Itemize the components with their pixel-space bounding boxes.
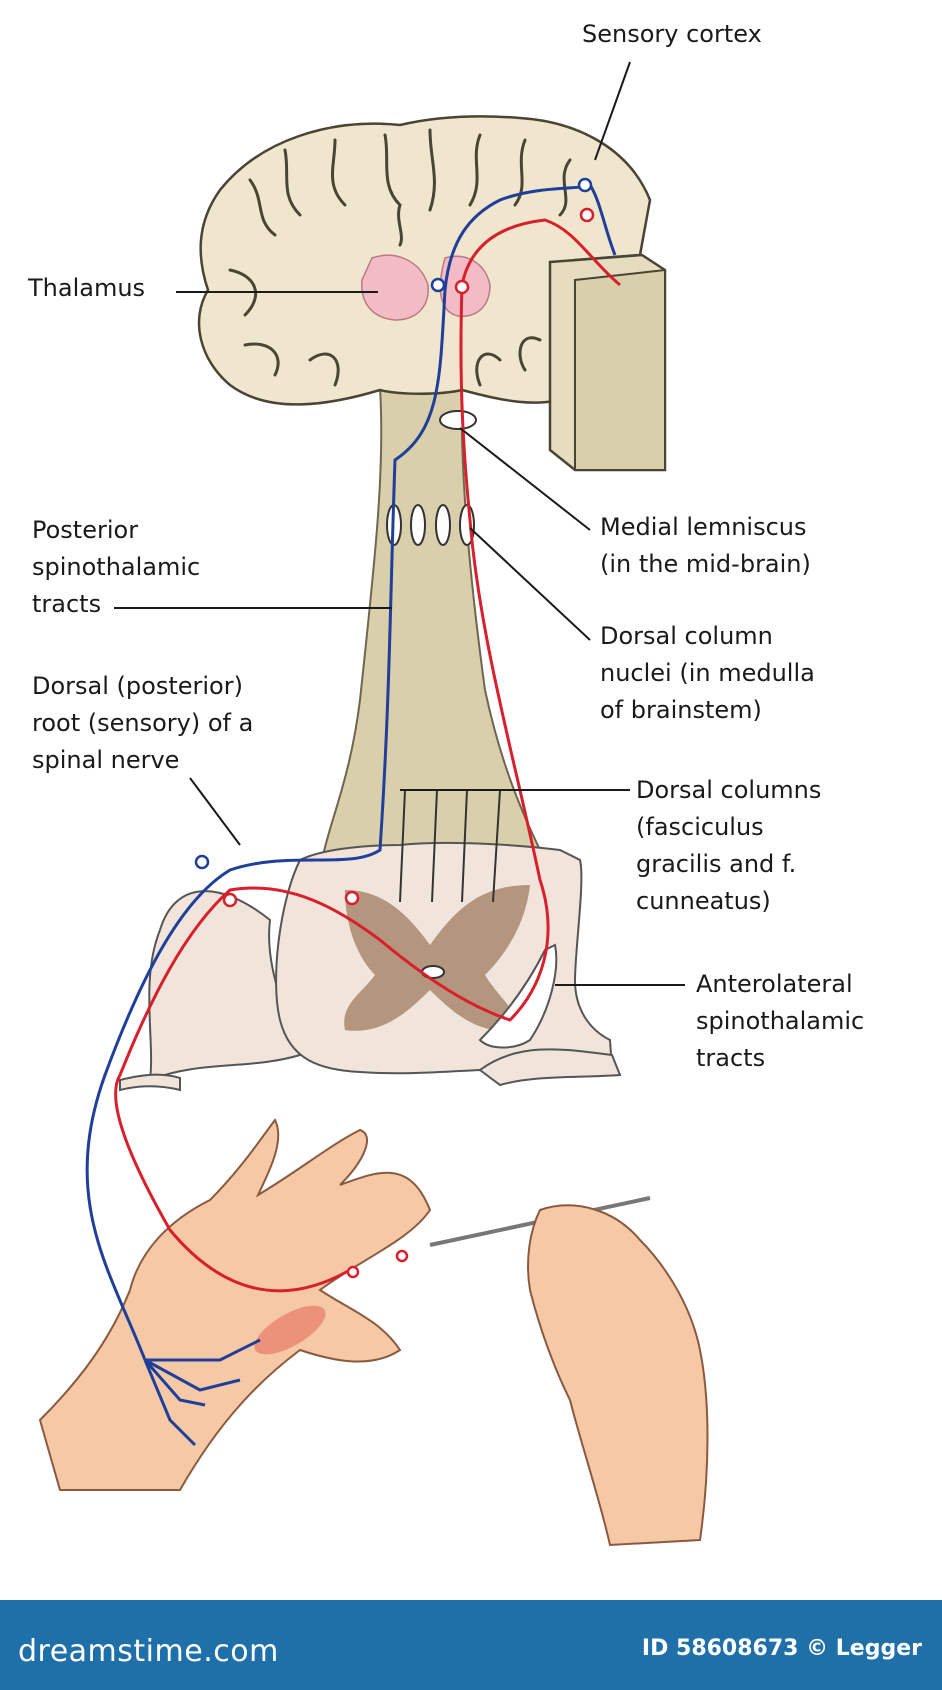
cortex-block-face: [574, 268, 666, 471]
footer-bar: dreamstime.com ID 58608673 © Legger: [0, 1600, 942, 1690]
label-dorsal-columns-1: Dorsal columns: [636, 776, 822, 804]
footer-brand: dreamstime.com: [18, 1634, 279, 1669]
medial-lemniscus-shape: [439, 410, 477, 430]
label-medial-lemniscus-1: Medial lemniscus: [600, 513, 807, 541]
label-anterolateral-1: Anterolateral: [696, 970, 853, 998]
label-sensory-cortex: Sensory cortex: [582, 20, 762, 48]
label-posterior-spinothalamic-2: spinothalamic: [32, 553, 201, 581]
leader-lines: [114, 61, 685, 986]
label-thalamus: Thalamus: [28, 274, 146, 302]
dorsal-column-lines: [399, 789, 501, 903]
blue-endings: [143, 1338, 261, 1447]
spinal-nerve: [119, 1073, 181, 1092]
diagram-illustration: [38, 61, 709, 1547]
label-dorsal-root-3: spinal nerve: [32, 746, 180, 774]
anterolateral-tract-shape: [478, 943, 558, 1049]
blue-tract: [85, 183, 617, 1361]
synapse-markers: [194, 177, 595, 1279]
examiner-hand: [527, 1204, 709, 1547]
label-posterior-spinothalamic-3: tracts: [32, 590, 102, 618]
label-dorsal-columns-3: gracilis and f.: [636, 850, 797, 878]
thalamus-shape: [361, 254, 429, 321]
hand-skin: [38, 1118, 432, 1491]
label-dorsal-columns-4: cunneatus): [636, 887, 771, 915]
touch-spot: [254, 1305, 326, 1355]
label-dorsal-column-nuclei-3: of brainstem): [600, 696, 762, 724]
diagram-stage: Sensory cortex Thalamus Posterior spinot…: [28, 20, 865, 1547]
brain-gyri: [228, 128, 572, 387]
label-dorsal-root-2: root (sensory) of a: [32, 709, 254, 737]
ventral-root: [478, 1048, 622, 1087]
footer-credit: ID 58608673 © Legger: [641, 1636, 922, 1661]
label-medial-lemniscus-2: (in the mid-brain): [600, 550, 811, 578]
label-dorsal-column-nuclei-2: nuclei (in medulla: [600, 659, 815, 687]
label-dorsal-column-nuclei-1: Dorsal column: [600, 622, 773, 650]
label-anterolateral-2: spinothalamic: [696, 1007, 865, 1035]
label-anterolateral-3: tracts: [696, 1044, 766, 1072]
label-dorsal-columns-2: (fasciculus: [636, 813, 764, 841]
label-posterior-spinothalamic-1: Posterior: [32, 516, 139, 544]
grey-matter: [344, 885, 530, 1031]
brain-section: [197, 115, 652, 406]
label-dorsal-root-1: Dorsal (posterior): [32, 672, 243, 700]
